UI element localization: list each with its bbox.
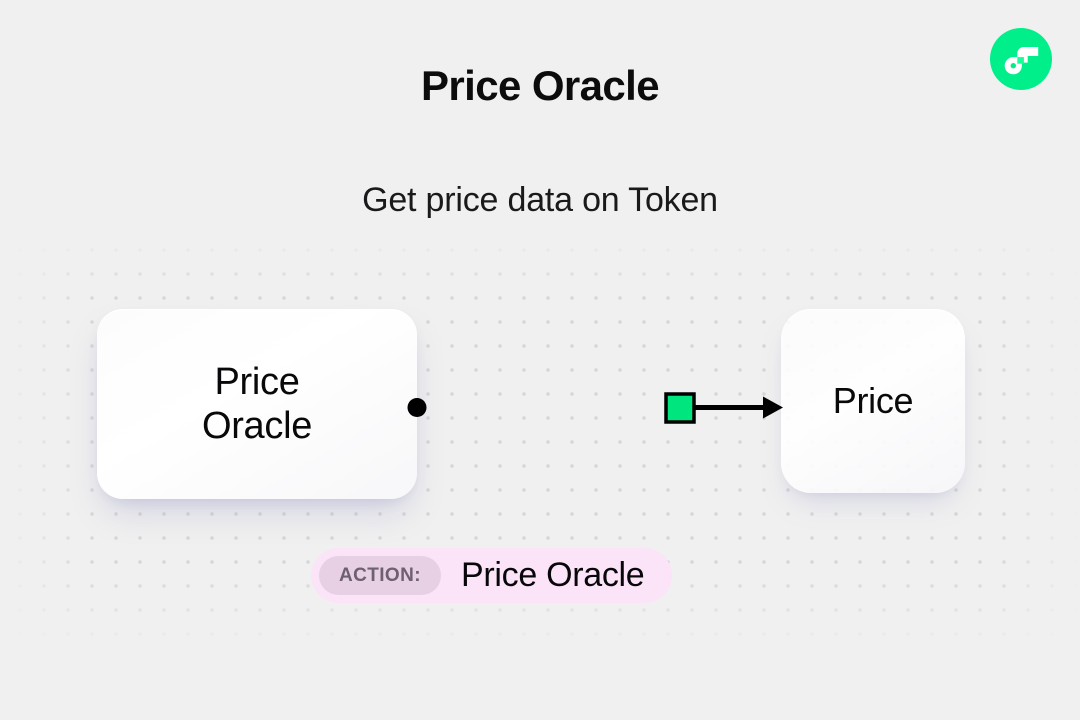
page-title: Price Oracle xyxy=(421,62,660,109)
page-subtitle: Get price data on Token xyxy=(362,181,718,219)
flow-node-source-label-line2: Oracle xyxy=(201,405,313,447)
action-badge-label: ACTION: xyxy=(319,556,441,595)
flow-node-price-oracle[interactable]: Price Oracle xyxy=(97,309,417,499)
flow-logo-icon xyxy=(990,28,1052,90)
flow-node-price[interactable]: Price xyxy=(781,309,965,493)
flow-node-target-label: Price xyxy=(832,379,914,421)
flow-node-source-label: Price Oracle xyxy=(202,360,312,449)
green-square-marker-icon xyxy=(664,392,696,424)
action-badge-value: Price Oracle xyxy=(460,556,645,594)
flow-node-source-label-line1: Price xyxy=(214,360,300,403)
flow-connector xyxy=(395,378,795,438)
action-badge[interactable]: ACTION: Price Oracle xyxy=(311,548,673,603)
arrowhead-icon xyxy=(763,396,783,419)
